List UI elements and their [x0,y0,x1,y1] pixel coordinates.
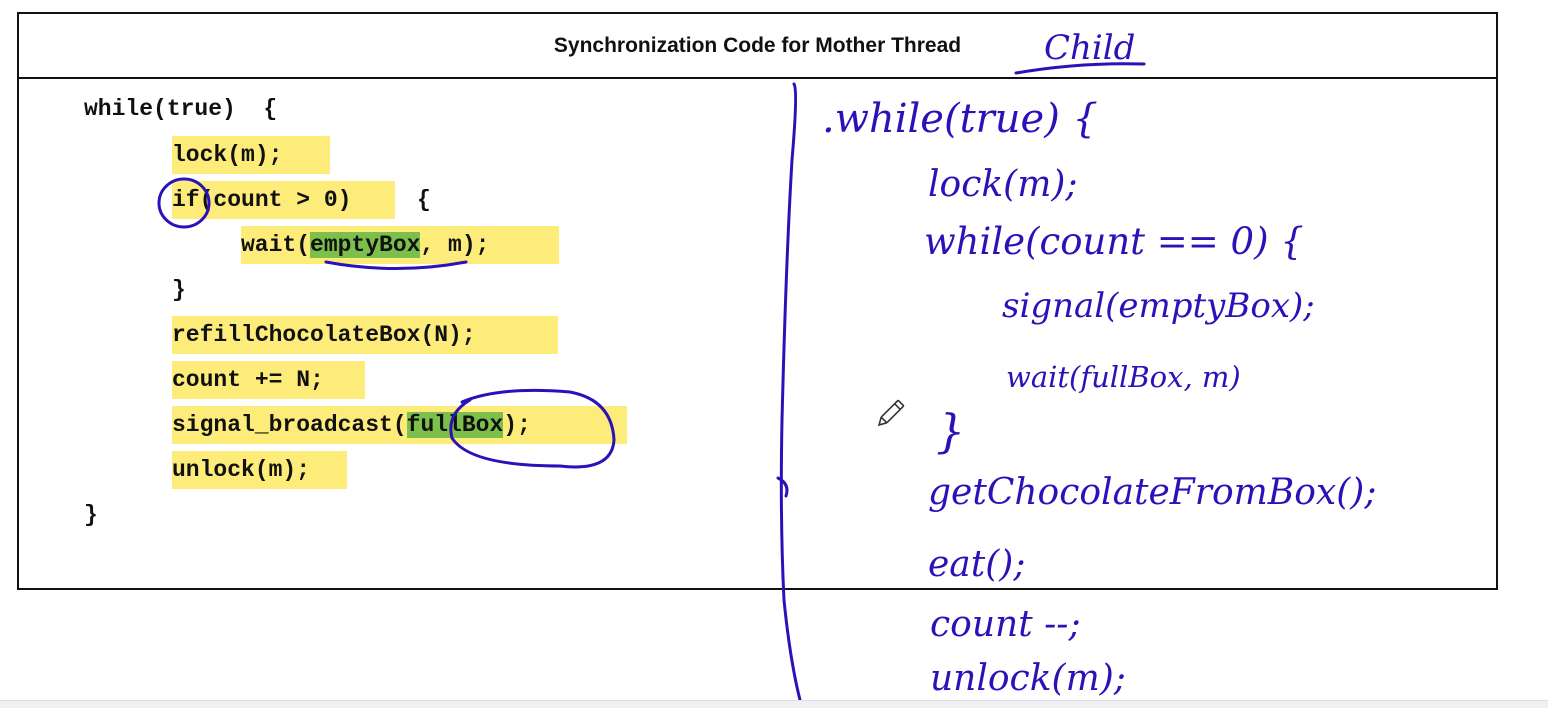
ink-line-count-decrement: count --; [930,604,1081,645]
code-line-while: while(true) { [84,96,278,122]
ink-line-while: .while(true) { [822,96,1098,142]
slide-title: Synchronization Code for Mother Thread [553,33,962,57]
code-line-signal: signal_broadcast(fullBox); [172,406,627,444]
ink-child-label: Child [1044,28,1136,68]
pencil-icon [877,399,905,427]
ink-line-wait: wait(fullBox, m) [1006,360,1241,394]
ink-line-lock: lock(m); [928,164,1078,205]
ink-divider-line [779,82,802,702]
ink-line-while-count: while(count == 0) { [924,220,1304,263]
ink-underline-emptybox [324,260,468,270]
code-signal-open: signal_broadcast( [172,412,407,438]
code-line-refill: refillChocolateBox(N); [172,316,558,354]
bottom-strip [0,700,1548,708]
code-line-while-close: } [84,502,98,528]
ink-line-close-brace: } [936,404,966,458]
code-wait-close: , m); [420,232,490,258]
ink-circle-if [157,177,211,229]
ink-line-eat: eat(); [928,544,1026,585]
code-wait-open: wait( [241,232,311,258]
ink-circle-fullbox [449,388,616,469]
code-emptybox: emptyBox [310,232,421,258]
code-line-if-brace: { [417,187,431,213]
code-line-count: count += N; [172,361,365,399]
code-line-lock: lock(m); [172,136,330,174]
ink-line-signal: signal(emptyBox); [1002,286,1315,326]
code-fullbox: fullBox [406,412,504,438]
code-line-wait: wait(emptyBox, m); [241,226,559,264]
ink-title-underline [1014,62,1146,75]
title-bar: Synchronization Code for Mother Thread [19,14,1496,79]
ink-divider-tick [776,476,789,498]
code-line-if-close: } [172,277,186,303]
code-line-unlock: unlock(m); [172,451,347,489]
ink-line-unlock: unlock(m); [930,658,1126,699]
ink-line-getchocolate: getChocolateFromBox(); [928,472,1377,513]
code-signal-close: ); [503,412,531,438]
slide: Synchronization Code for Mother Thread [17,12,1498,590]
code-line-if: if(count > 0) [172,181,395,219]
